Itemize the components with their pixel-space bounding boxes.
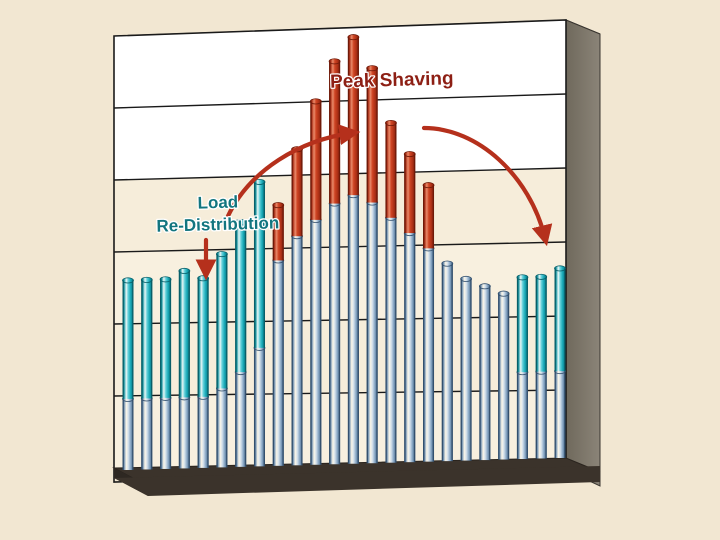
bar-segment-base <box>178 394 191 469</box>
bar-segment-teal <box>253 178 266 348</box>
bar-segment-base <box>554 368 566 458</box>
plot-floor-lip <box>114 466 600 496</box>
bar-segment-teal <box>216 251 228 389</box>
bar-segment-base <box>140 395 153 470</box>
bar-segment-base <box>516 369 529 460</box>
bar-segment-teal <box>197 275 210 397</box>
bar-segment-base <box>122 395 134 470</box>
plot-side-panel <box>565 19 601 487</box>
bar-segment-red <box>272 202 285 261</box>
bar-segment-teal <box>159 276 172 398</box>
bar-group <box>122 34 566 470</box>
bar-segment-red <box>422 182 435 249</box>
bar-segment-base <box>197 393 210 468</box>
bar-segment-base <box>347 192 360 464</box>
bar-segment-red <box>385 120 397 218</box>
bar-segment-base <box>272 257 285 466</box>
bar-segment-teal <box>516 274 529 373</box>
bar-segment-base <box>441 260 454 462</box>
bar-segment-base <box>328 200 341 465</box>
bar-segment-base <box>478 283 491 461</box>
bar-segment-red <box>403 151 416 234</box>
bar-segment-base <box>403 230 416 463</box>
bar-segment-teal <box>122 277 134 399</box>
bar-segment-teal <box>234 218 247 373</box>
bar-segment-red <box>347 34 360 196</box>
bar-segment-base <box>234 369 247 467</box>
bar-segment-base <box>253 344 266 467</box>
bar-segment-base <box>460 275 472 461</box>
bar-segment-base <box>291 233 303 466</box>
bar-segment-base <box>309 216 322 465</box>
load-redistribution-label-line1: Load <box>197 192 238 212</box>
bar-segment-base <box>535 368 548 459</box>
bar-segment-base <box>497 290 510 460</box>
bar-segment-base <box>216 385 228 468</box>
load-redistribution-label-line2: Re-Distribution <box>156 213 279 235</box>
bar-segment-red <box>309 98 322 220</box>
bar-segment-teal <box>554 265 566 372</box>
bar-segment-base <box>159 394 172 469</box>
bar-segment-base <box>385 214 397 463</box>
bar-segment-teal <box>535 273 548 372</box>
annotation-arrows <box>195 124 553 281</box>
bar-segment-red <box>291 146 303 237</box>
bar-segment-red <box>366 65 379 203</box>
peak-shaving-label: Peak Shaving <box>330 68 454 92</box>
arrow-peak-to-right-icon <box>421 125 553 247</box>
arrow-load-to-peak-icon <box>225 124 361 219</box>
bar-segment-base <box>422 245 435 462</box>
bar-segment-base <box>366 199 379 464</box>
bar-segment-teal <box>140 276 153 399</box>
bar-segment-teal <box>178 267 191 398</box>
